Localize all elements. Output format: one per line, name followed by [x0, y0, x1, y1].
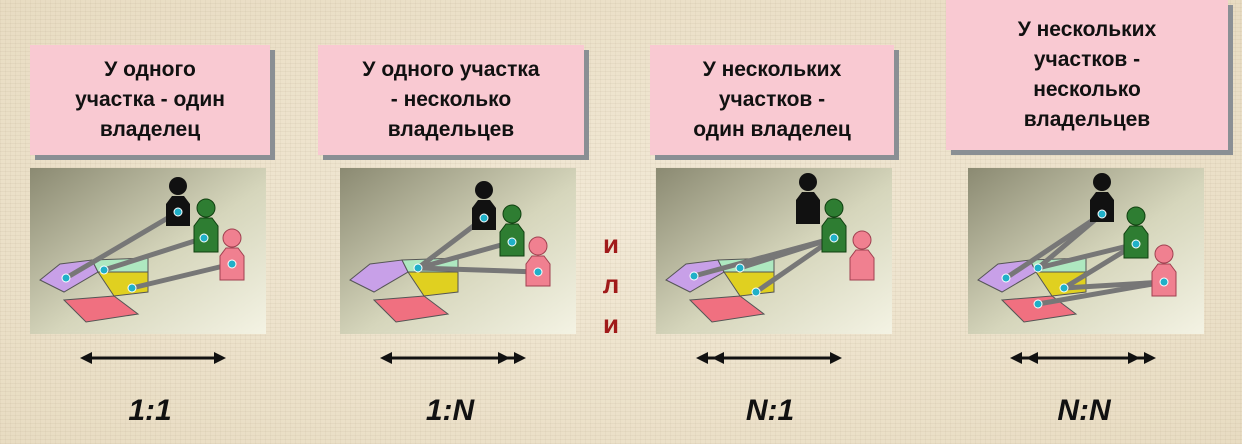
owner-black — [796, 173, 820, 224]
relation-card-n-1: У нескольких участков - один владелец — [640, 0, 920, 444]
picture-background — [656, 168, 892, 334]
owner-green — [193, 198, 219, 253]
owner-green — [821, 198, 847, 253]
owner-pink — [219, 228, 245, 281]
relation-card-n-n: У нескольких участков - несколько владел… — [946, 0, 1228, 444]
relation-label: У нескольких участков - один владелец — [650, 45, 894, 155]
owner-pink — [1151, 244, 1177, 297]
ownership-links — [63, 209, 235, 291]
land-parcels — [349, 257, 459, 323]
relation-label: У нескольких участков - несколько владел… — [946, 0, 1228, 150]
owner-green — [1123, 206, 1149, 259]
ownership-links — [691, 235, 837, 295]
owner-pink — [525, 236, 551, 287]
relation-card-1-1: У одного участка - один владелец — [20, 0, 300, 444]
or-letter: и — [603, 309, 619, 339]
relation-label: У одного участка - несколько владельцев — [318, 45, 584, 155]
owner-black — [166, 177, 190, 226]
or-letter: л — [602, 269, 620, 299]
link-points — [1001, 209, 1169, 309]
link-points — [413, 213, 543, 277]
one-to-one-arrow — [80, 352, 226, 364]
owner-pink — [849, 230, 875, 281]
link-points — [689, 233, 839, 297]
owner-black — [1090, 173, 1114, 222]
relation-label: У одного участка - один владелец — [30, 45, 270, 155]
many-to-many-arrow — [1010, 352, 1156, 364]
many-to-one-arrow — [696, 352, 842, 364]
ratio-label: 1:N — [425, 394, 475, 427]
relation-illustration — [30, 168, 266, 334]
ratio-label: 1:1 — [128, 394, 172, 427]
ratio-label: N:N — [1057, 394, 1111, 427]
ratio-label: N:1 — [745, 394, 795, 427]
relation-illustration — [340, 168, 576, 334]
relation-illustration — [656, 168, 892, 334]
relation-illustration — [968, 168, 1204, 334]
one-to-many-arrow — [380, 352, 526, 364]
owner-green — [499, 204, 525, 257]
or-separator: и л и — [596, 224, 626, 344]
or-letter: и — [603, 229, 619, 259]
link-points — [61, 207, 237, 293]
owner-black — [472, 181, 496, 230]
relation-card-1-n: У одного участка - несколько владельцев — [318, 0, 598, 444]
